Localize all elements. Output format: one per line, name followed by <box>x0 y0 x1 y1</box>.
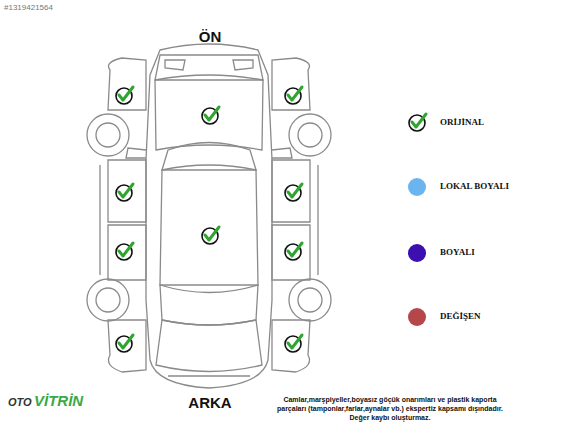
legend-swatch <box>408 308 426 326</box>
legend-label: LOKAL BOYALI <box>440 181 509 191</box>
watermark-id: #1319421564 <box>4 3 53 12</box>
footnote-caption: Camlar,marşpiyeller,boyasız göçük onarım… <box>274 396 506 422</box>
rear-label: ARKA <box>188 394 231 411</box>
logo-text: OTO <box>8 396 32 408</box>
front-label: ÖN <box>199 28 222 45</box>
legend-swatch <box>408 244 426 262</box>
legend-label: BOYALI <box>440 247 475 257</box>
legend-label: ORİJİNAL <box>440 117 484 127</box>
legend-swatch <box>408 178 426 196</box>
original-check <box>116 87 426 352</box>
legend-label: DEĞİŞEN <box>440 311 481 321</box>
logo-text: VİTRİN <box>34 392 83 409</box>
